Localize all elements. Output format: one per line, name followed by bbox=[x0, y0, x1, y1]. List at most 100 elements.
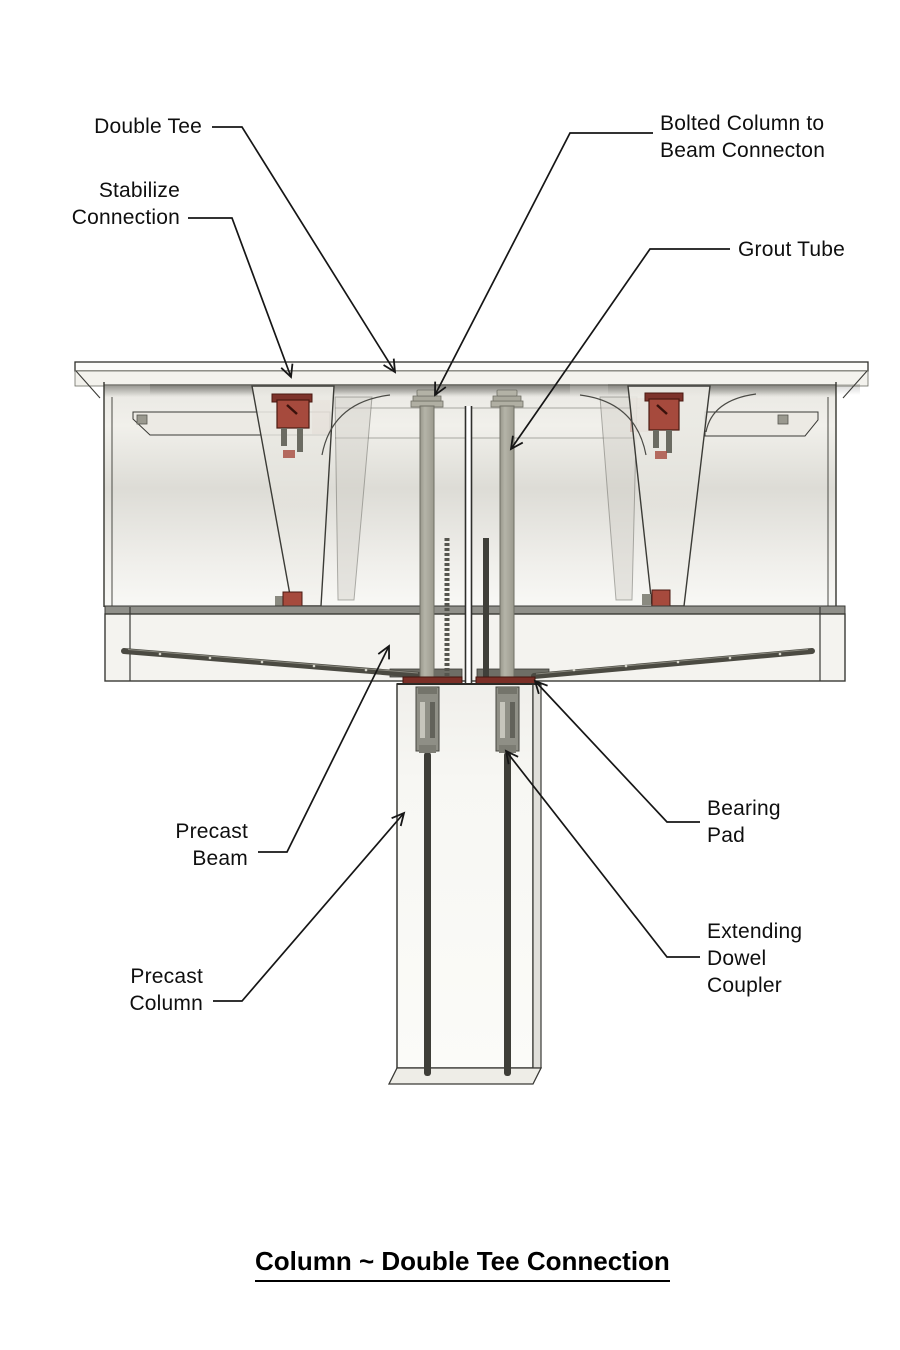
right-connection-foot bbox=[655, 451, 667, 459]
double-tee-label-text: Double Tee bbox=[94, 115, 202, 138]
coupler-cap bbox=[418, 687, 437, 694]
bearing-pad-label: Bearing Pad bbox=[707, 795, 827, 849]
deck-top-surface bbox=[74, 361, 869, 372]
strand-dot bbox=[728, 656, 732, 660]
back-tee-stems bbox=[312, 396, 648, 601]
strand-dot bbox=[208, 656, 212, 660]
right-stabilize-connection-box bbox=[648, 398, 680, 431]
precast-beam-label-line1: Precast bbox=[175, 820, 248, 843]
stabilize-label-line1: Stabilize bbox=[98, 179, 180, 202]
column-bottom-face bbox=[387, 1067, 543, 1085]
column-side-face bbox=[532, 683, 542, 1069]
grout-tube-label: Grout Tube bbox=[738, 236, 878, 263]
left-grout-tube bbox=[419, 405, 435, 681]
precast-column bbox=[387, 683, 543, 1085]
bearing-pad-label-line1: Bearing bbox=[707, 797, 781, 820]
extending-label-line2: Dowel bbox=[707, 947, 767, 970]
precast-column-label-line2: Column bbox=[129, 992, 203, 1015]
coupler-base bbox=[499, 745, 516, 753]
precast-column-label-line1: Precast bbox=[130, 965, 203, 988]
left-stem-haunch-fillet bbox=[321, 394, 391, 456]
stabilize-label-line2: Connection bbox=[71, 206, 180, 229]
strand-dot bbox=[624, 664, 628, 668]
column-dowel-bar-right bbox=[504, 752, 511, 1076]
extending-dowel-coupler-label: Extending Dowel Coupler bbox=[707, 918, 837, 999]
right-grout-tube-collar bbox=[492, 395, 522, 402]
right-stem-haunch-fillet-inner bbox=[579, 394, 647, 456]
strand-dot bbox=[364, 668, 368, 672]
bolted-label-line1: Bolted Column to bbox=[660, 112, 825, 135]
dowel-rods bbox=[444, 538, 489, 682]
coupler-slot-dark bbox=[510, 702, 515, 738]
joint-gap bbox=[466, 406, 471, 684]
precast-beam-label: Precast Beam bbox=[110, 818, 248, 872]
left-connection-leg-b bbox=[297, 428, 303, 452]
column-dowel-bar-left bbox=[424, 752, 431, 1076]
strand-dot bbox=[312, 664, 316, 668]
coupler-slot-light bbox=[500, 702, 505, 738]
left-stabilize-connection-box bbox=[276, 399, 310, 429]
right-grout-tube-cap bbox=[496, 389, 518, 397]
coupler-sleeve bbox=[415, 686, 440, 752]
precast-beam bbox=[104, 605, 846, 682]
deck-left-corner-edge bbox=[75, 370, 101, 399]
left-base-clip bbox=[275, 596, 283, 606]
precast-column-label: Precast Column bbox=[65, 963, 203, 1017]
stabilize-connection-leader-line bbox=[188, 217, 294, 379]
double-tee-label: Double Tee bbox=[57, 113, 202, 140]
beam-center-joint bbox=[464, 406, 473, 684]
right-ledge-bracket bbox=[777, 414, 789, 425]
strand-dot bbox=[158, 652, 162, 656]
left-connection-bolt bbox=[286, 404, 298, 415]
coupler-slot-dark bbox=[430, 702, 435, 738]
right-connection-leg-a bbox=[653, 430, 659, 448]
grout-tube-leader-line bbox=[509, 248, 730, 451]
double-tee-stems bbox=[251, 385, 757, 607]
dowel-rod bbox=[483, 538, 489, 682]
precast-beam-leader-line bbox=[258, 644, 390, 853]
back-stem-left bbox=[334, 396, 373, 601]
beam-strand-right bbox=[531, 648, 815, 679]
extending-label-line1: Extending bbox=[707, 920, 803, 943]
beam-strand-left bbox=[121, 648, 423, 678]
stabilize-connection-hardware bbox=[271, 392, 684, 459]
deck-underside-shadow-left bbox=[150, 384, 570, 395]
left-connection-leg-a bbox=[281, 428, 287, 446]
precast-column-leader-line bbox=[213, 811, 406, 1002]
beam-front-face bbox=[104, 613, 846, 682]
left-connection-foot bbox=[283, 450, 295, 458]
extending-dowel-coupler-leader-line bbox=[504, 749, 700, 958]
coupler-cap bbox=[498, 687, 517, 694]
beam-top-strip bbox=[104, 605, 846, 615]
stem-base-connectors bbox=[275, 589, 671, 609]
strand-dot bbox=[572, 668, 576, 672]
back-stem-right bbox=[599, 396, 638, 601]
left-ledge-bracket bbox=[136, 414, 148, 425]
stabilize-connection-label: Stabilize Connection bbox=[40, 177, 180, 231]
strand-dot bbox=[778, 652, 782, 656]
coupler-slot-light bbox=[420, 702, 425, 738]
extending-dowel-coupler-left bbox=[415, 686, 440, 753]
left-grout-tube-cap bbox=[416, 389, 438, 397]
coupler-base bbox=[419, 745, 436, 753]
coupler-sleeve bbox=[495, 686, 520, 752]
bolted-connection-leader-line bbox=[434, 132, 653, 397]
extending-label-line3: Coupler bbox=[707, 974, 782, 997]
bearing-pad-left bbox=[402, 676, 463, 685]
deck-underside-shadow-right bbox=[608, 384, 860, 395]
deck-front-face bbox=[74, 370, 869, 387]
leader-lines bbox=[188, 126, 730, 1002]
right-connection-bolt bbox=[656, 404, 668, 415]
beam-strand-right-highlight bbox=[535, 649, 809, 675]
bearing-pad-leader-line bbox=[533, 679, 700, 823]
grout-tubes bbox=[410, 389, 524, 681]
bolted-column-to-beam-label: Bolted Column to Beam Connecton bbox=[660, 110, 865, 164]
extending-dowel-coupler-right bbox=[495, 686, 520, 753]
right-base-clip bbox=[642, 594, 651, 605]
right-stem-haunch-fillet-outer bbox=[705, 393, 757, 433]
bolted-label-line2: Beam Connecton bbox=[660, 139, 826, 162]
diagram-title: Column ~ Double Tee Connection bbox=[255, 1246, 670, 1282]
strand-dot bbox=[676, 660, 680, 664]
right-base-connector bbox=[651, 589, 671, 609]
